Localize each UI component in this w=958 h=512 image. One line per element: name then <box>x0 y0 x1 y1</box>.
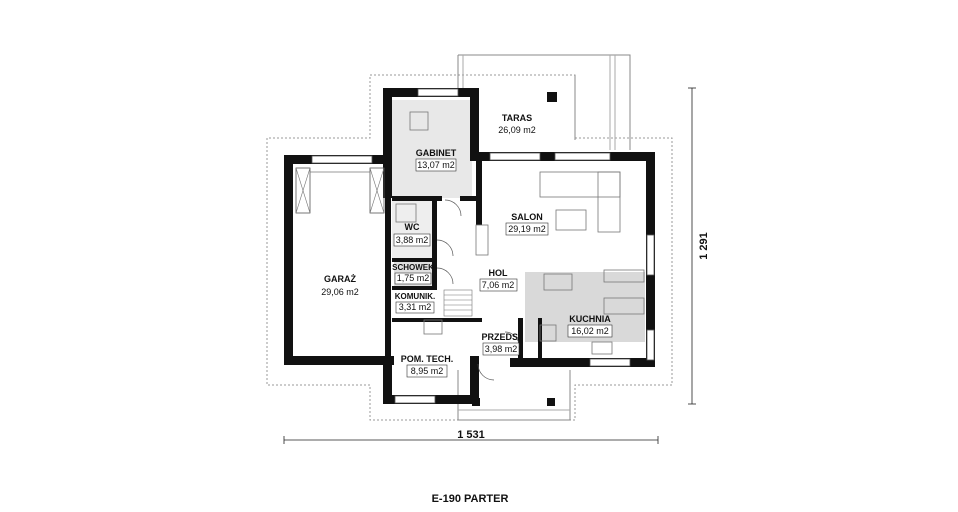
room-label-przeds: PRZEDS. <box>481 332 520 342</box>
room-area-wc: 3,88 m2 <box>396 235 429 245</box>
room-label-taras: TARAS <box>502 113 532 123</box>
room-label-salon: SALON <box>511 212 543 222</box>
room-label-kuchnia: KUCHNIA <box>569 314 611 324</box>
dimension-lines <box>283 87 696 444</box>
room-area-garaz: 29,06 m2 <box>321 287 359 297</box>
room-label-gabinet: GABINET <box>416 148 457 158</box>
room-area-komunik: 3,31 m2 <box>399 302 432 312</box>
plan-caption: E-190 PARTER <box>432 493 509 505</box>
room-area-hol: 7,06 m2 <box>482 280 515 290</box>
terrace-post <box>547 92 557 102</box>
terrace-outline <box>457 54 631 150</box>
room-label-wc: WC <box>405 222 420 232</box>
room-label-komunik: KOMUNIK. <box>395 292 435 301</box>
room-area-pom-tech: 8,95 m2 <box>411 366 444 376</box>
room-label-hol: HOL <box>489 268 509 278</box>
room-area-gabinet: 13,07 m2 <box>417 160 455 170</box>
room-label-schowek: SCHOWEK <box>392 263 434 272</box>
garage-door-left <box>295 167 311 214</box>
room-label-pom-tech: POM. TECH. <box>401 354 454 364</box>
room-area-salon: 29,19 m2 <box>508 224 546 234</box>
gabinet-floor <box>392 100 472 198</box>
wc-floor <box>392 200 437 260</box>
room-area-kuchnia: 16,02 m2 <box>571 326 609 336</box>
garage-floor <box>294 165 386 355</box>
garage-door-right <box>369 167 385 214</box>
room-area-schowek: 1,75 m2 <box>397 273 430 283</box>
dimension-width: 1 531 <box>457 429 485 441</box>
stairs <box>443 289 473 317</box>
room-label-garaz: GARAŻ <box>324 274 356 284</box>
windows <box>311 88 655 404</box>
dimension-height: 1 291 <box>698 232 710 260</box>
room-area-taras: 26,09 m2 <box>498 125 536 135</box>
room-labels: GABINET 13,07 m2 TARAS 26,09 m2 GARAŻ 29… <box>321 113 613 378</box>
room-area-przeds: 3,98 m2 <box>485 344 518 354</box>
furniture <box>395 111 645 355</box>
